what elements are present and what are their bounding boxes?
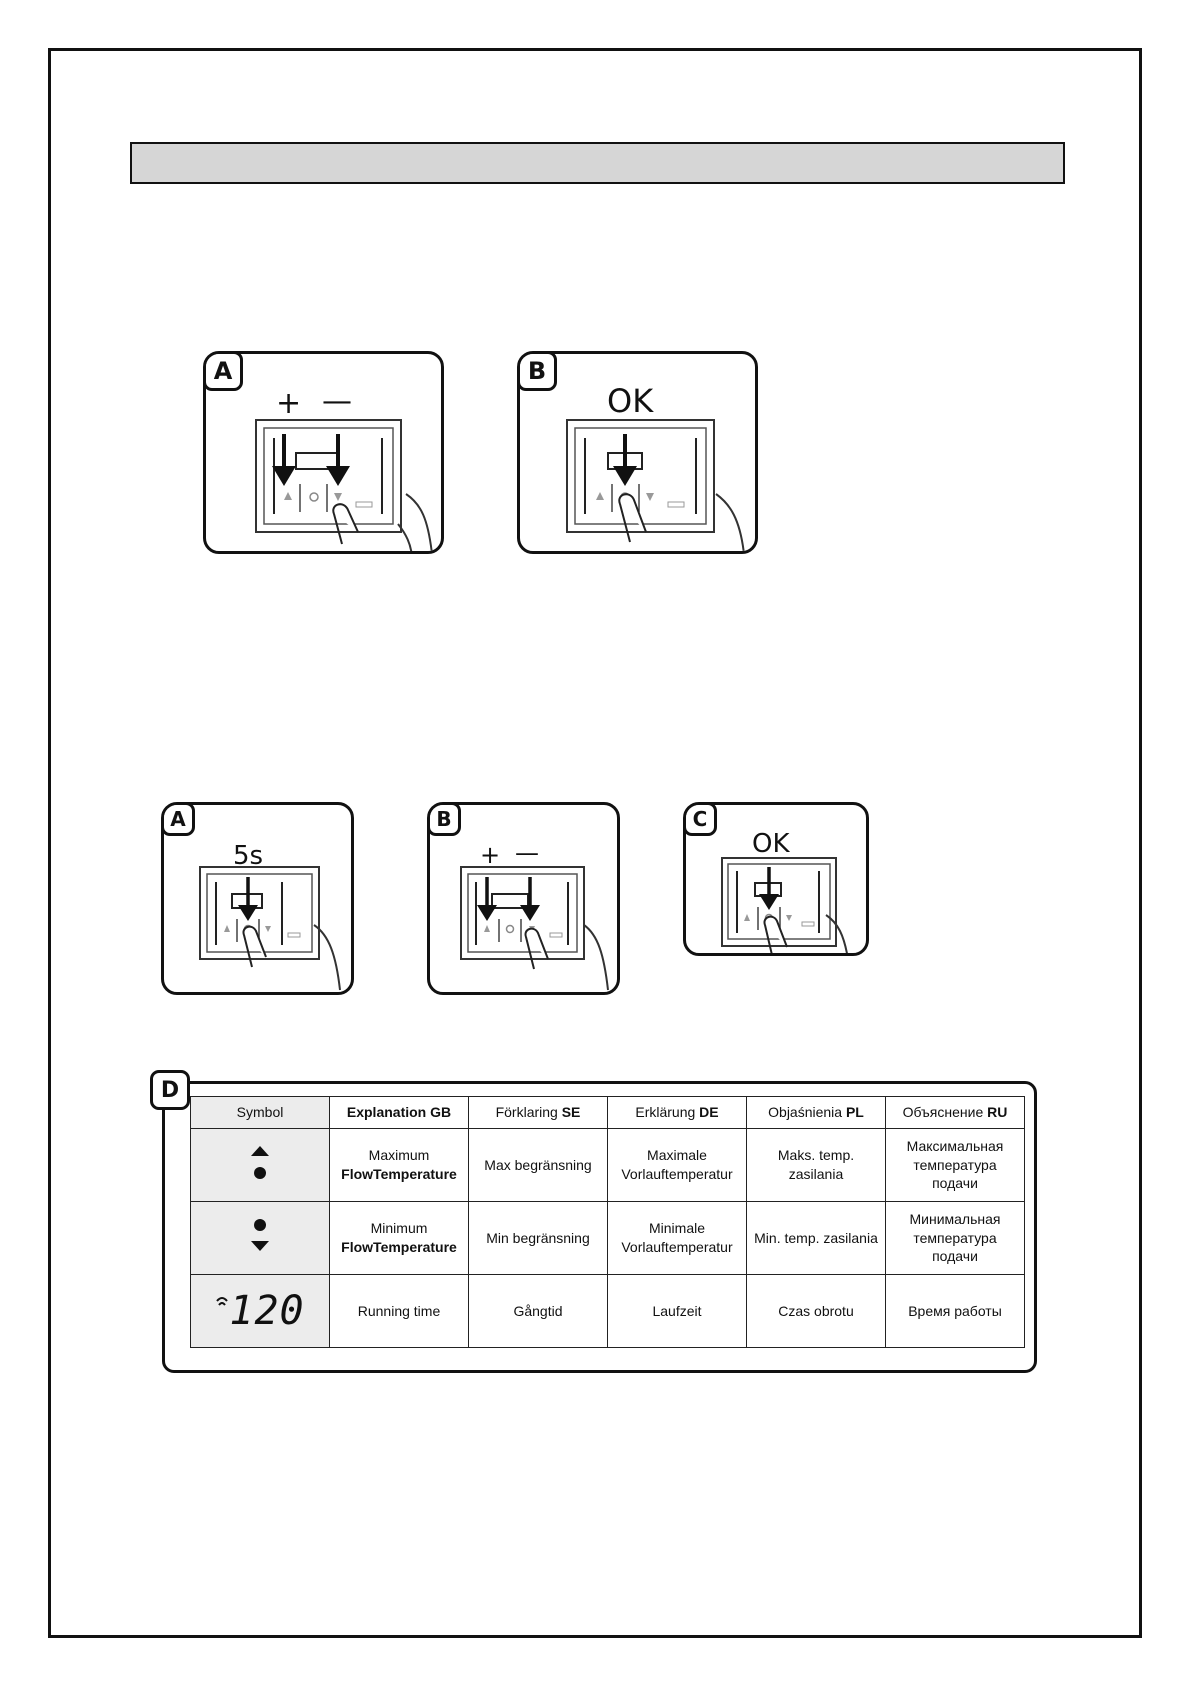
thermostat-ok-small-illustration [721, 857, 848, 953]
explanation-pl: Czas obrotu [746, 1274, 886, 1348]
explanation-se: Min begränsning [468, 1201, 608, 1275]
figure-label-badge: A [164, 805, 195, 836]
illustration-top-b: B OK [517, 351, 758, 554]
explanation-ru: Минимальная температура подачи [885, 1201, 1025, 1275]
signal-arc-icon [216, 1297, 229, 1306]
minus-label: — [322, 384, 352, 419]
symbol-cell [190, 1128, 330, 1202]
column-header-ru: Объяснение RU [885, 1096, 1025, 1129]
figure-label-badge: A [206, 354, 243, 391]
hold-duration-label: 5s [233, 841, 264, 871]
explanation-pl: Maks. temp. zasilania [746, 1128, 886, 1202]
max-flow-temperature-icon [251, 1145, 269, 1179]
illustration-top-a: A + — [203, 351, 444, 554]
plus-label: + [276, 386, 302, 421]
explanation-se: Gångtid [468, 1274, 608, 1348]
explanation-de: Laufzeit [607, 1274, 747, 1348]
figure-label-badge: B [520, 354, 557, 391]
figure-label-badge: C [686, 805, 717, 836]
thermostat-ok-illustration [566, 419, 745, 551]
min-flow-temperature-icon [251, 1218, 269, 1251]
figure-label-badge: D [150, 1070, 190, 1110]
explanation-pl: Min. temp. zasilania [746, 1201, 886, 1275]
ok-label: OK [607, 382, 654, 420]
explanation-gb: Running time [329, 1274, 469, 1348]
page-border [48, 48, 1142, 1638]
illustration-middle-a: A 5s [161, 802, 354, 995]
explanation-se: Max begränsning [468, 1128, 608, 1202]
illustration-middle-b: B + — [427, 802, 620, 995]
symbol-cell: 120 [190, 1274, 330, 1348]
table-row: 120 Running time Gångtid Laufzeit Czas o… [190, 1274, 1025, 1348]
explanation-ru: Максимальная температура подачи [885, 1128, 1025, 1202]
column-header-de: Erklärung DE [607, 1096, 747, 1129]
illustration-middle-c: C OK [683, 802, 869, 956]
section-header-bar [130, 142, 1065, 184]
column-header-gb: Explanation GB [329, 1096, 469, 1129]
column-header-pl: Objaśnienia PL [746, 1096, 886, 1129]
explanation-de: Minimale Vorlauftemperatur [607, 1201, 747, 1275]
symbol-explanation-table: Symbol Explanation GB Förklaring SE Erkl… [190, 1096, 1025, 1348]
thermostat-plus-minus-small-illustration [460, 866, 609, 991]
symbol-table-panel [162, 1081, 1037, 1373]
minus-label: — [515, 839, 539, 867]
running-time-display-icon: 120 [215, 1291, 304, 1331]
table-header-row: Symbol Explanation GB Förklaring SE Erkl… [190, 1096, 1025, 1129]
column-header-se: Förklaring SE [468, 1096, 608, 1129]
figure-label-badge: B [430, 805, 461, 836]
plus-label: + [480, 841, 501, 869]
explanation-ru: Время работы [885, 1274, 1025, 1348]
thermostat-hold-5s-illustration [199, 866, 341, 991]
column-header-symbol: Symbol [190, 1096, 330, 1129]
thermostat-plus-minus-illustration [255, 419, 433, 551]
explanation-de: Maximale Vorlauftemperatur [607, 1128, 747, 1202]
ok-label: OK [752, 829, 790, 859]
symbol-cell [190, 1201, 330, 1275]
